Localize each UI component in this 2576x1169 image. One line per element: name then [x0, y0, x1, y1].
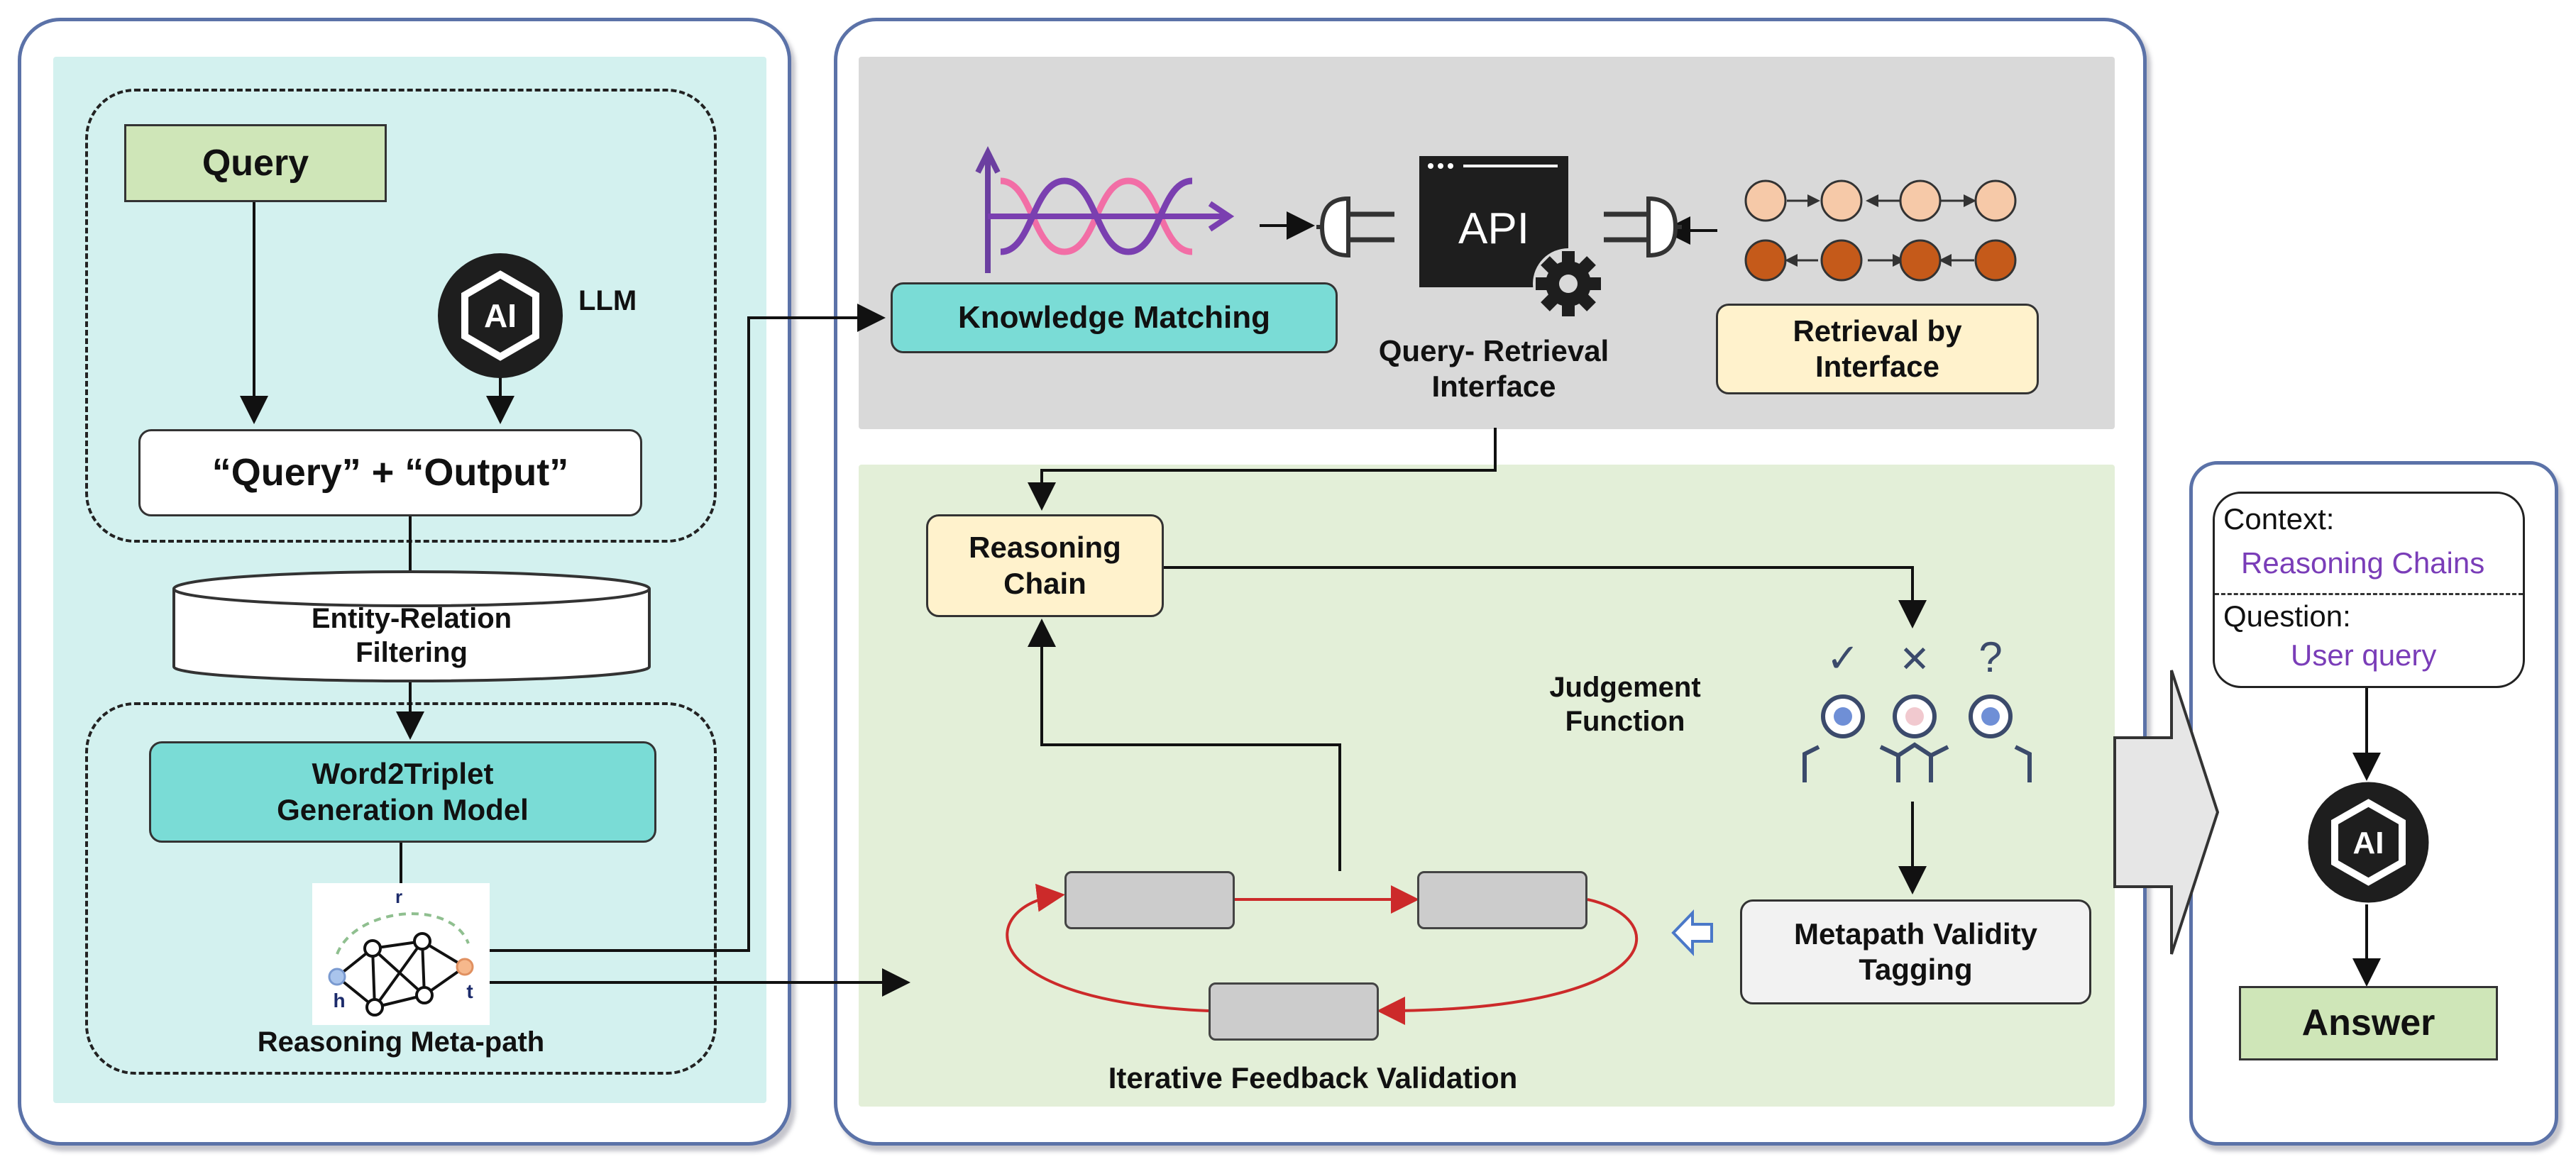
judgement-icon: ✓ ✕ ?	[1802, 633, 2032, 782]
query-llm-group	[85, 89, 717, 543]
arrow-interface-to-reasoning	[1028, 428, 1497, 511]
api-window-icon: API	[1419, 156, 1604, 319]
plug-right-icon	[1604, 196, 1682, 258]
question-mark-icon: ?	[1978, 633, 2002, 681]
query-retrieval-label: Query- Retrieval Interface	[1378, 334, 1609, 404]
dna-helix-icon	[975, 146, 1235, 273]
question-value: User query	[2291, 638, 2437, 672]
big-output-arrow	[2113, 670, 2220, 955]
graph-label-h: h	[333, 990, 345, 1012]
question-label: Question:	[2223, 599, 2351, 633]
hollow-feedback-arrow	[1671, 909, 1713, 956]
arrow-iterative-to-reasoning	[1028, 619, 1341, 871]
context-divider	[2215, 593, 2523, 595]
iterative-feedback-label: Iterative Feedback Validation	[1108, 1061, 1518, 1095]
entity-filter-cylinder	[172, 570, 651, 682]
knowledge-matching-box: Knowledge Matching	[891, 282, 1338, 353]
query-output-box: “Query” + “Output”	[138, 429, 642, 516]
reasoning-chain-box: Reasoning Chain	[926, 514, 1164, 617]
arrow-graph-to-knowledge	[490, 304, 886, 952]
graph-label-t: t	[466, 980, 473, 1002]
red-arrow-node2-to-node3	[1377, 898, 1639, 1025]
word2triplet-box: Word2Triplet Generation Model	[149, 741, 656, 843]
context-label: Context:	[2223, 502, 2335, 536]
metapath-graph: r h t	[312, 883, 490, 1025]
metapath-group	[85, 702, 717, 1075]
feedback-node-1	[1064, 871, 1235, 929]
answer-ai-icon-text: AI	[2353, 826, 2384, 860]
feedback-node-2	[1417, 871, 1587, 929]
entity-filter-label: Entity-Relation Filtering	[311, 603, 512, 668]
metapath-caption: Reasoning Meta-path	[257, 1026, 545, 1058]
graph-label-r: r	[395, 886, 402, 907]
context-question-box	[2213, 492, 2525, 688]
retrieval-by-interface-box: Retrieval by Interface	[1716, 304, 2039, 394]
query-box: Query	[124, 124, 387, 202]
feedback-node-3	[1209, 982, 1379, 1041]
context-value: Reasoning Chains	[2241, 546, 2485, 580]
red-arrow-node3-to-node1	[1006, 883, 1209, 1012]
llm-label: LLM	[578, 285, 637, 316]
cross-mark-icon: ✕	[1899, 639, 1930, 680]
answer-box: Answer	[2239, 986, 2498, 1060]
answer-ai-icon: AI	[2306, 780, 2431, 904]
node-chain-icon	[1744, 179, 2017, 282]
judgement-function-label: Judgement Function	[1549, 672, 1701, 737]
check-mark-icon: ✓	[1827, 636, 1860, 680]
metapath-tagging-box: Metapath Validity Tagging	[1740, 899, 2091, 1004]
plug-left-icon	[1316, 196, 1394, 258]
api-text: API	[1458, 204, 1529, 253]
arrow-reasoning-to-judgement	[1162, 566, 1927, 628]
llm-icon-text: AI	[484, 297, 517, 334]
llm-icon: AI	[436, 252, 564, 379]
